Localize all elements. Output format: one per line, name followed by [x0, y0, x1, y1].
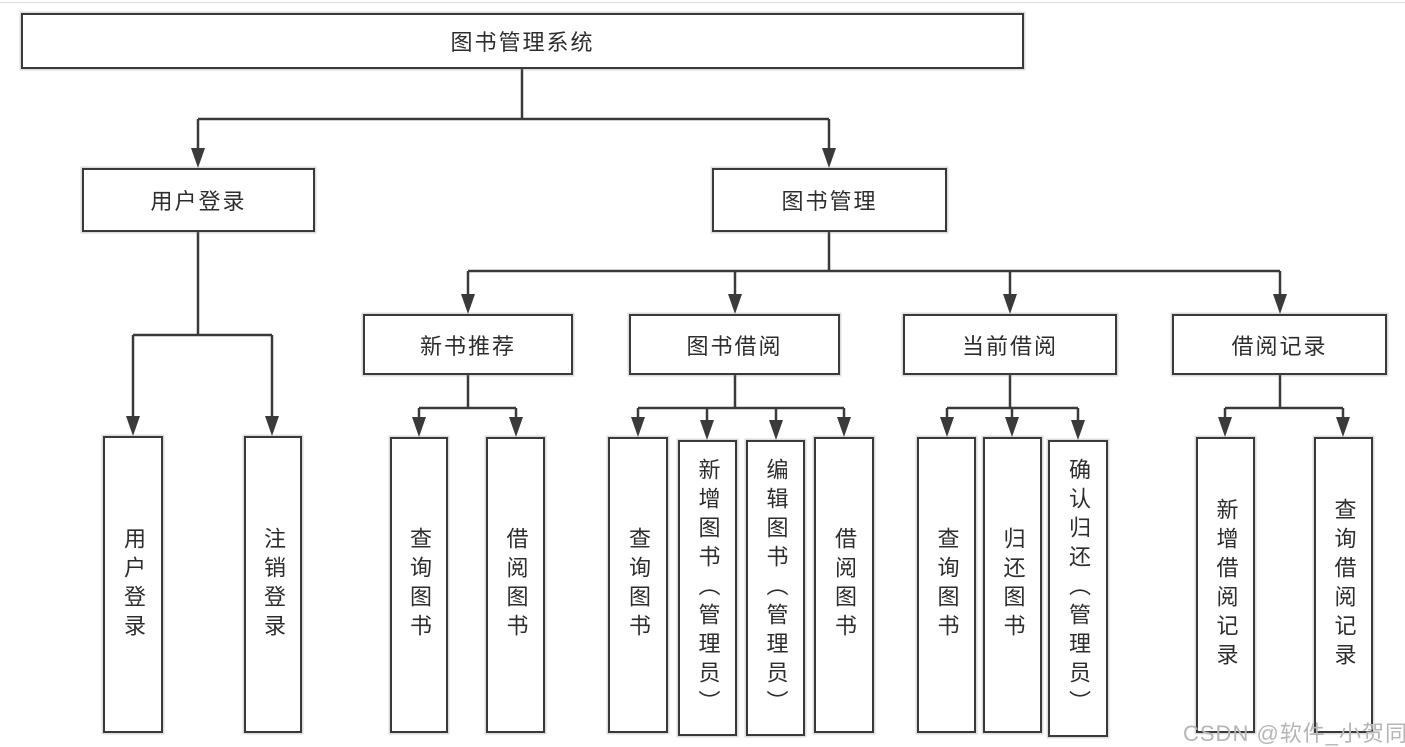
leaf-add-books-admin: 新增图书（管理员）: [678, 440, 737, 736]
node-library-management-system: 图书管理系统: [21, 13, 1024, 69]
node-borrow-records: 借阅记录: [1172, 314, 1387, 375]
leaf-borrowing-borrow-books: 借阅图书: [814, 437, 874, 733]
leaf-user-login: 用户登录: [103, 436, 163, 733]
arrowheads: [126, 148, 1350, 440]
node-current-borrowing: 当前借阅: [903, 314, 1117, 375]
node-book-borrowing: 图书借阅: [629, 314, 840, 375]
leaf-logout: 注销登录: [244, 436, 302, 733]
node-book-management: 图书管理: [712, 168, 947, 232]
csdn-watermark: CSDN @软件_小贺同学: [1183, 721, 1405, 746]
leaf-query-borrow-record: 查询借阅记录: [1314, 437, 1373, 733]
leaf-borrowing-query-books: 查询图书: [608, 437, 668, 733]
leaf-confirm-return-admin: 确认归还（管理员）: [1048, 440, 1108, 737]
top-edge-divider: [0, 2, 1405, 3]
leaf-recommend-borrow-books: 借阅图书: [486, 437, 545, 733]
node-new-book-recommend: 新书推荐: [363, 314, 573, 375]
leaf-recommend-query-books: 查询图书: [390, 437, 448, 733]
leaf-return-books: 归还图书: [983, 437, 1042, 733]
leaf-edit-books-admin: 编辑图书（管理员）: [746, 440, 805, 736]
leaf-add-borrow-record: 新增借阅记录: [1196, 437, 1255, 733]
node-user-login: 用户登录: [82, 168, 315, 232]
leaf-current-query-books: 查询图书: [917, 437, 976, 733]
